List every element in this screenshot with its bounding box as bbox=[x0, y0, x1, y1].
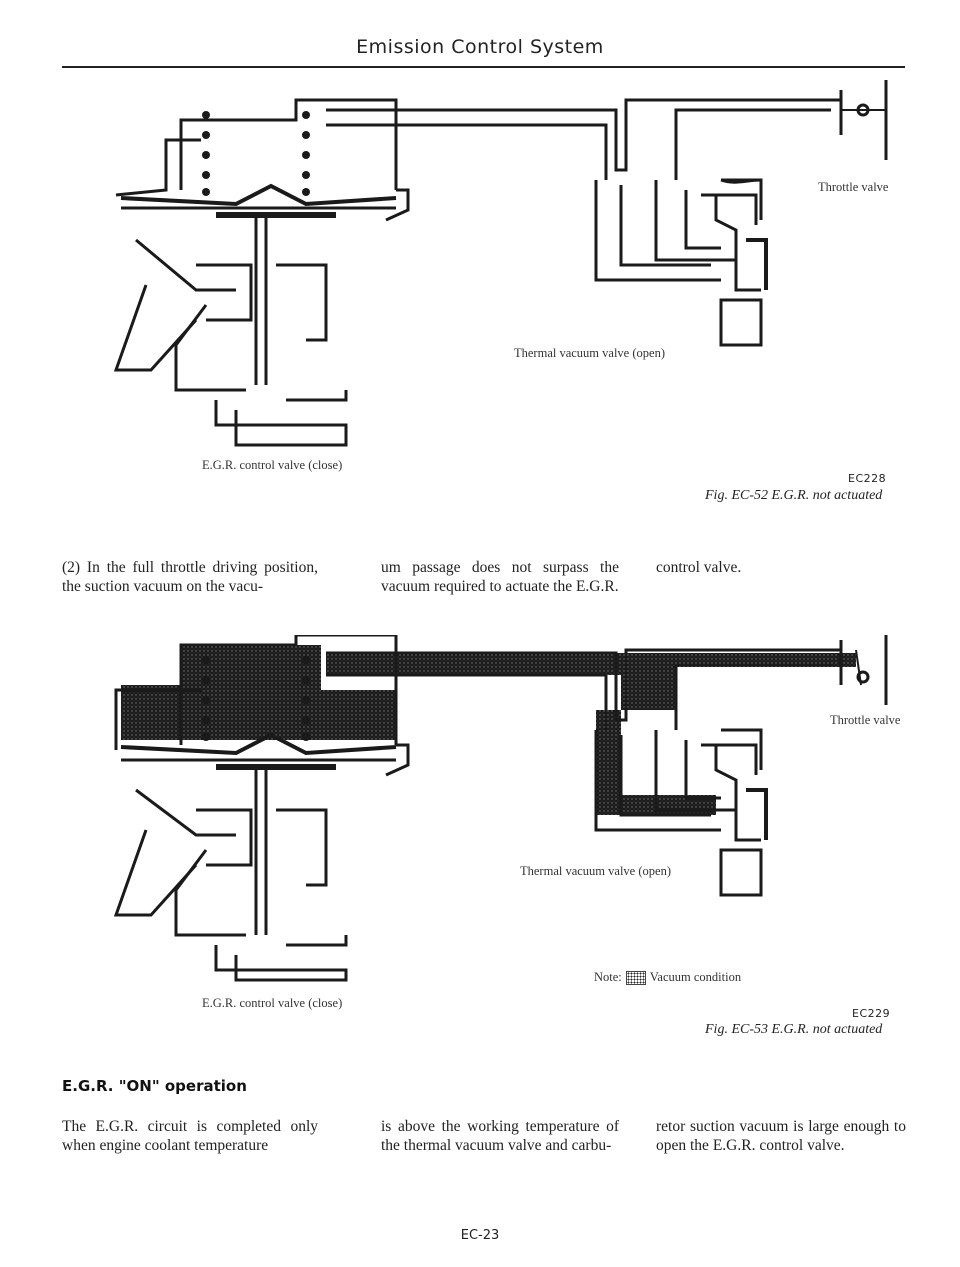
figure-caption-1: Fig. EC-52 E.G.R. not actuated bbox=[705, 488, 883, 503]
section-col2: is above the working temperature of the … bbox=[381, 1118, 619, 1154]
para1-col2: um passage does not surpass the vacuum r… bbox=[381, 559, 619, 595]
egr-diagram-not-actuated-1 bbox=[113, 80, 888, 447]
note-text: Vacuum condition bbox=[649, 970, 742, 984]
label-egr-control-valve-1: E.G.R. control valve (close) bbox=[202, 458, 343, 472]
section-col1: The E.G.R. circuit is completed only whe… bbox=[62, 1118, 318, 1154]
page-header: Emission Control System bbox=[356, 36, 604, 58]
vacuum-swatch-icon bbox=[625, 971, 646, 986]
vacuum-note: Note: Vacuum condition bbox=[594, 970, 742, 986]
page-number: EC-23 bbox=[460, 1228, 500, 1243]
para1-col1: (2) In the full throttle driving positio… bbox=[62, 559, 318, 595]
figure-caption-2: Fig. EC-53 E.G.R. not actuated bbox=[705, 1022, 883, 1037]
label-thermal-vacuum-valve-2: Thermal vacuum valve (open) bbox=[520, 864, 671, 878]
section-heading: E.G.R. "ON" operation bbox=[62, 1077, 247, 1095]
para1-col3: control valve. bbox=[656, 559, 742, 576]
figure-code-2: EC229 bbox=[852, 1007, 891, 1020]
section-col3: retor suction vacuum is large enough to … bbox=[656, 1118, 906, 1154]
figure-code-1: EC228 bbox=[848, 472, 887, 485]
egr-diagram-not-actuated-2 bbox=[113, 635, 888, 982]
label-throttle-valve-1: Throttle valve bbox=[818, 180, 889, 194]
label-thermal-vacuum-valve-1: Thermal vacuum valve (open) bbox=[514, 346, 665, 360]
label-throttle-valve-2: Throttle valve bbox=[830, 713, 901, 727]
note-prefix: Note: bbox=[594, 970, 622, 984]
label-egr-control-valve-2: E.G.R. control valve (close) bbox=[202, 996, 343, 1010]
header-rule bbox=[62, 66, 905, 68]
